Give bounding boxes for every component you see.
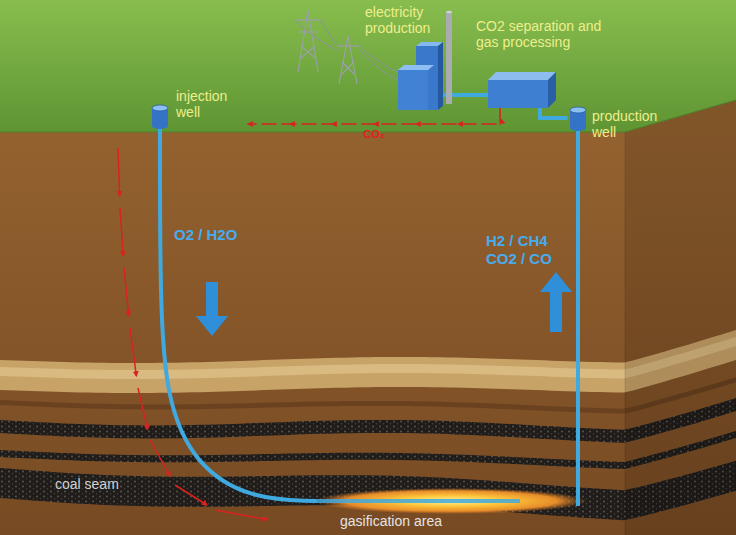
- gas-pipe: [462, 93, 470, 97]
- wellhead-base: [152, 123, 168, 129]
- label-holder: O2 / H2O: [174, 226, 264, 244]
- flow-label: H2 / CH4 CO2 / CO: [486, 232, 566, 268]
- node-label: electricity production: [365, 4, 440, 36]
- co2-arrow: [138, 388, 148, 430]
- building-roof: [398, 65, 434, 70]
- gas-pipe: [540, 108, 566, 118]
- label-holder: H2 / CH4 CO2 / CO: [486, 232, 566, 268]
- building-side: [548, 72, 556, 108]
- power-wire: [295, 20, 337, 50]
- pylon-strut: [301, 46, 315, 58]
- co2-arrow: [120, 208, 123, 256]
- chimney: [446, 12, 452, 104]
- pylon-strut: [342, 62, 354, 74]
- power-wire: [359, 50, 398, 80]
- co2-return-flow: [248, 108, 500, 124]
- wellhead-top: [152, 105, 168, 111]
- processing-plant: CO2 separation and gas processing: [470, 14, 645, 108]
- gasification-glow: [315, 488, 587, 514]
- node-label: CO2 separation and gas processing: [476, 18, 626, 50]
- co2-arrow: [124, 268, 129, 316]
- wellhead-top: [570, 107, 586, 113]
- gasification-zone: gasification area: [315, 488, 587, 530]
- edge-label-holder: CO₂: [363, 128, 384, 140]
- flow-arrow-down: [196, 282, 228, 336]
- production-pipe: [576, 488, 580, 506]
- wellhead-base: [570, 125, 586, 131]
- block-right-face: [625, 100, 736, 535]
- flow-arrow-up: [540, 272, 572, 332]
- co2-arrow: [118, 148, 120, 196]
- building-block: [398, 70, 428, 110]
- label-holder: coal seam: [55, 476, 145, 492]
- power-plant: electricity production: [362, 0, 462, 118]
- gas-pipe: [576, 142, 580, 488]
- co2-arrow: [130, 328, 136, 376]
- gas-pipe: [160, 136, 315, 501]
- production-well: production well: [566, 108, 666, 142]
- node-label: production well: [592, 108, 662, 140]
- chimney-top: [446, 11, 452, 14]
- pylon-strut: [342, 62, 354, 74]
- power-wire: [321, 20, 337, 46]
- co2-storage-arrows: [118, 148, 267, 520]
- injection-pipe: [315, 499, 520, 503]
- building-roof: [488, 72, 556, 80]
- pylon-strut: [339, 36, 357, 84]
- layer-label: coal seam: [55, 476, 145, 492]
- pylon-strut: [295, 19, 321, 20]
- building-block: [488, 80, 548, 108]
- injection-well: injection well: [148, 86, 248, 136]
- flow-label: CO₂: [363, 128, 384, 140]
- block-corner: [625, 132, 626, 535]
- flow-label: O2 / H2O: [174, 226, 264, 244]
- co2-arrow: [175, 485, 207, 505]
- co2-arrow: [215, 510, 267, 520]
- building-side: [438, 42, 443, 110]
- pylon-strut: [298, 10, 318, 72]
- node-label: gasification area: [340, 513, 540, 529]
- power-pylons: [295, 10, 359, 84]
- pylon-strut: [301, 46, 315, 58]
- node-label: injection well: [176, 88, 240, 120]
- co2-arrow: [150, 440, 170, 476]
- pylon-strut: [337, 45, 359, 46]
- pipe-stub: [470, 93, 490, 97]
